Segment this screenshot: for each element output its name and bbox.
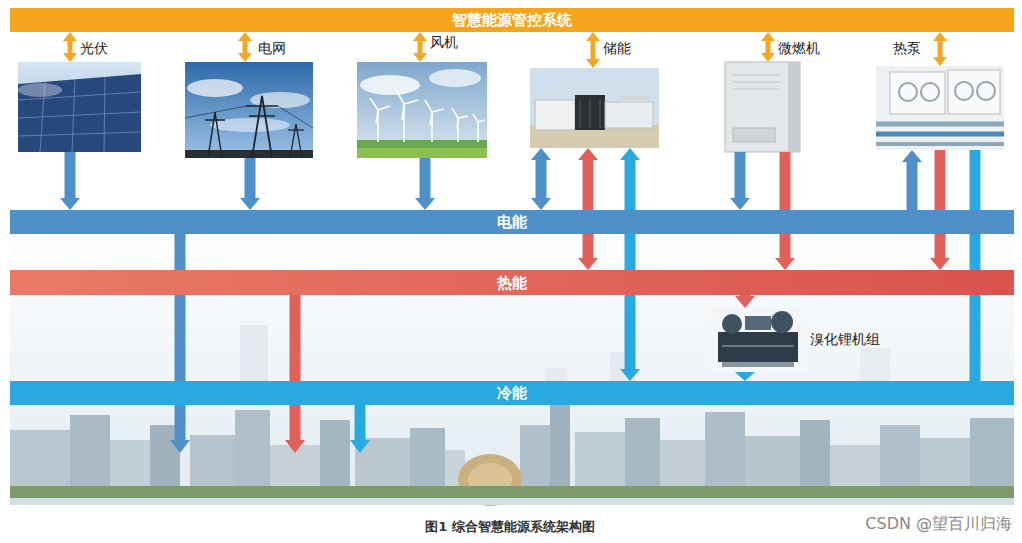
control-band: 智慧能源管控系统 <box>10 8 1014 32</box>
energy-arrow <box>761 32 775 62</box>
energy-arrow <box>238 32 252 62</box>
energy-arrow <box>730 152 750 210</box>
grid-photo <box>185 62 313 158</box>
energy-arrow <box>902 150 922 210</box>
device-label: 微燃机 <box>778 39 820 57</box>
band-label: 电能 <box>497 212 527 232</box>
energy-arrow <box>413 32 427 62</box>
energy-arrow <box>63 32 77 62</box>
device-label: 溴化锂机组 <box>810 330 880 348</box>
energy-band: 冷能 <box>10 381 1014 405</box>
device-label: 光伏 <box>80 39 108 57</box>
device-photo: 光伏 <box>18 62 141 152</box>
device-photo: 电网 <box>185 62 313 158</box>
energy-band: 电能 <box>10 210 1014 234</box>
energy-arrow <box>975 150 976 381</box>
energy-arrow <box>933 32 947 66</box>
band-label: 冷能 <box>497 383 527 403</box>
device-photo: 热泵 <box>876 66 1004 150</box>
device-label: 储能 <box>603 39 631 57</box>
heatpump-photo <box>876 66 1004 150</box>
solar-photo <box>18 62 141 152</box>
band-label: 智慧能源管控系统 <box>452 10 572 30</box>
supply-arrow <box>170 234 370 453</box>
chiller-photo <box>710 308 805 372</box>
device-photo: 储能 <box>530 68 659 148</box>
energy-arrow <box>735 295 755 308</box>
device-photo: 微燃机 <box>725 62 800 152</box>
energy-arrow <box>578 148 598 270</box>
energy-arrow <box>586 32 600 68</box>
band-label: 热能 <box>497 273 527 293</box>
energy-arrow <box>620 148 640 381</box>
energy-arrow <box>531 148 551 210</box>
energy-arrow <box>240 158 260 210</box>
device-label: 风机 <box>430 33 458 51</box>
watermark: CSDN @望百川归海 <box>865 514 1012 535</box>
figure-caption: 图1 综合智慧能源系统架构图 <box>360 518 660 536</box>
city-illustration <box>10 234 1014 506</box>
wind-photo <box>357 62 487 158</box>
microturbine-photo <box>725 62 800 152</box>
chiller-photo: 溴化锂机组 <box>710 308 805 372</box>
device-photo: 风机 <box>357 62 487 158</box>
energy-arrow <box>60 152 80 210</box>
device-label: 热泵 <box>893 39 921 57</box>
energy-arrow <box>415 158 435 210</box>
energy-arrow <box>735 372 755 381</box>
device-label: 电网 <box>258 39 286 57</box>
energy-band: 热能 <box>10 270 1014 295</box>
storage-photo <box>530 68 659 148</box>
